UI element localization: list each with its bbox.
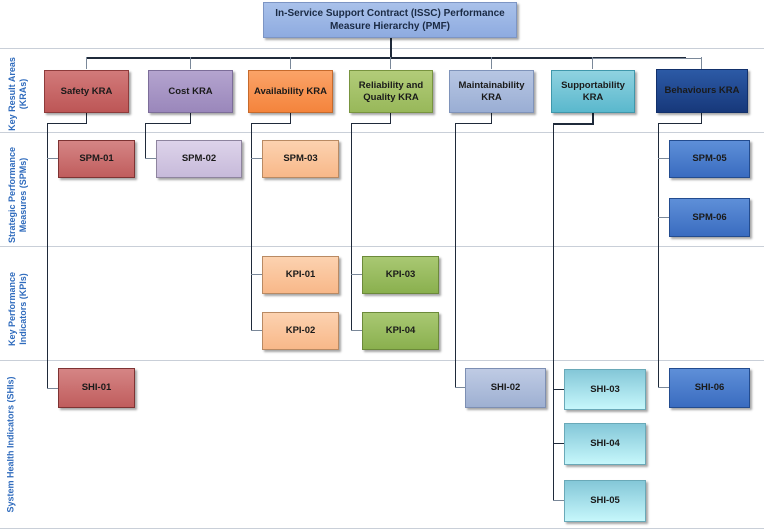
spm-01[interactable]: SPM-01 — [58, 140, 135, 178]
connector — [701, 57, 702, 69]
connector — [251, 330, 262, 331]
connector — [553, 123, 554, 501]
lane-label-shi: System Health Indicators (SHIs) — [5, 376, 16, 513]
hierarchy-title: In-Service Support Contract (ISSC) Perfo… — [263, 2, 517, 38]
connector-bus — [86, 57, 686, 59]
connector — [553, 123, 594, 125]
lane-divider — [0, 48, 764, 49]
connector — [47, 388, 59, 389]
lane-label-kra: Key Result Areas (KRAs) — [7, 57, 28, 131]
connector — [553, 500, 565, 501]
kra-reliability-quality[interactable]: Reliability and Quality KRA — [349, 70, 433, 113]
connector — [145, 158, 156, 159]
connector — [145, 123, 146, 159]
connector — [145, 123, 191, 124]
connector — [592, 113, 594, 124]
connector — [190, 113, 191, 124]
connector — [251, 274, 262, 275]
connector — [47, 123, 48, 388]
kra-safety[interactable]: Safety KRA — [44, 70, 129, 113]
connector — [658, 387, 669, 388]
kpi-03[interactable]: KPI-03 — [362, 256, 439, 294]
spm-03[interactable]: SPM-03 — [262, 140, 339, 178]
connector — [290, 57, 291, 69]
connector — [290, 113, 291, 124]
connector — [701, 113, 702, 124]
kra-supportability[interactable]: Supportability KRA — [551, 70, 635, 113]
spm-06[interactable]: SPM-06 — [669, 198, 750, 237]
connector — [455, 387, 466, 388]
shi-05[interactable]: SHI-05 — [564, 480, 646, 522]
lane-divider — [0, 246, 764, 247]
spm-05[interactable]: SPM-05 — [669, 140, 750, 178]
kra-behaviours[interactable]: Behaviours KRA — [656, 69, 748, 113]
connector — [47, 158, 59, 159]
connector — [455, 123, 492, 124]
shi-02[interactable]: SHI-02 — [465, 368, 546, 408]
connector — [658, 123, 659, 388]
spm-02[interactable]: SPM-02 — [156, 140, 242, 178]
connector — [455, 123, 456, 388]
connector — [553, 389, 565, 390]
kra-cost[interactable]: Cost KRA — [148, 70, 233, 113]
connector — [251, 158, 262, 159]
shi-01[interactable]: SHI-01 — [58, 368, 135, 408]
kra-maintainability[interactable]: Maintainability KRA — [449, 70, 534, 113]
connector — [658, 217, 669, 218]
lane-divider — [0, 132, 764, 133]
lane-label-kpi: Key Performance Indicators (KPIs) — [7, 271, 28, 347]
shi-06[interactable]: SHI-06 — [669, 368, 750, 408]
kpi-01[interactable]: KPI-01 — [262, 256, 339, 294]
shi-03[interactable]: SHI-03 — [564, 369, 646, 410]
connector — [190, 57, 191, 69]
connector — [592, 57, 593, 69]
connector — [491, 57, 492, 69]
connector — [658, 158, 669, 159]
connector — [251, 123, 291, 124]
connector — [390, 38, 392, 58]
connector — [491, 113, 492, 124]
connector — [86, 113, 87, 124]
connector — [553, 443, 565, 444]
lane-label-spm: Strategic Performance Measures (SPMs) — [7, 146, 28, 244]
lane-divider — [0, 528, 764, 529]
shi-04[interactable]: SHI-04 — [564, 423, 646, 465]
connector — [251, 123, 252, 331]
lane-divider — [0, 360, 764, 361]
connector — [390, 57, 391, 69]
connector — [351, 123, 352, 331]
connector — [390, 113, 391, 124]
connector — [658, 123, 702, 124]
connector — [47, 123, 87, 124]
connector — [86, 57, 87, 69]
connector — [351, 330, 362, 331]
kra-availability[interactable]: Availability KRA — [248, 70, 333, 113]
connector — [592, 58, 702, 59]
connector — [351, 123, 391, 124]
connector — [351, 274, 362, 275]
kpi-04[interactable]: KPI-04 — [362, 312, 439, 350]
kpi-02[interactable]: KPI-02 — [262, 312, 339, 350]
